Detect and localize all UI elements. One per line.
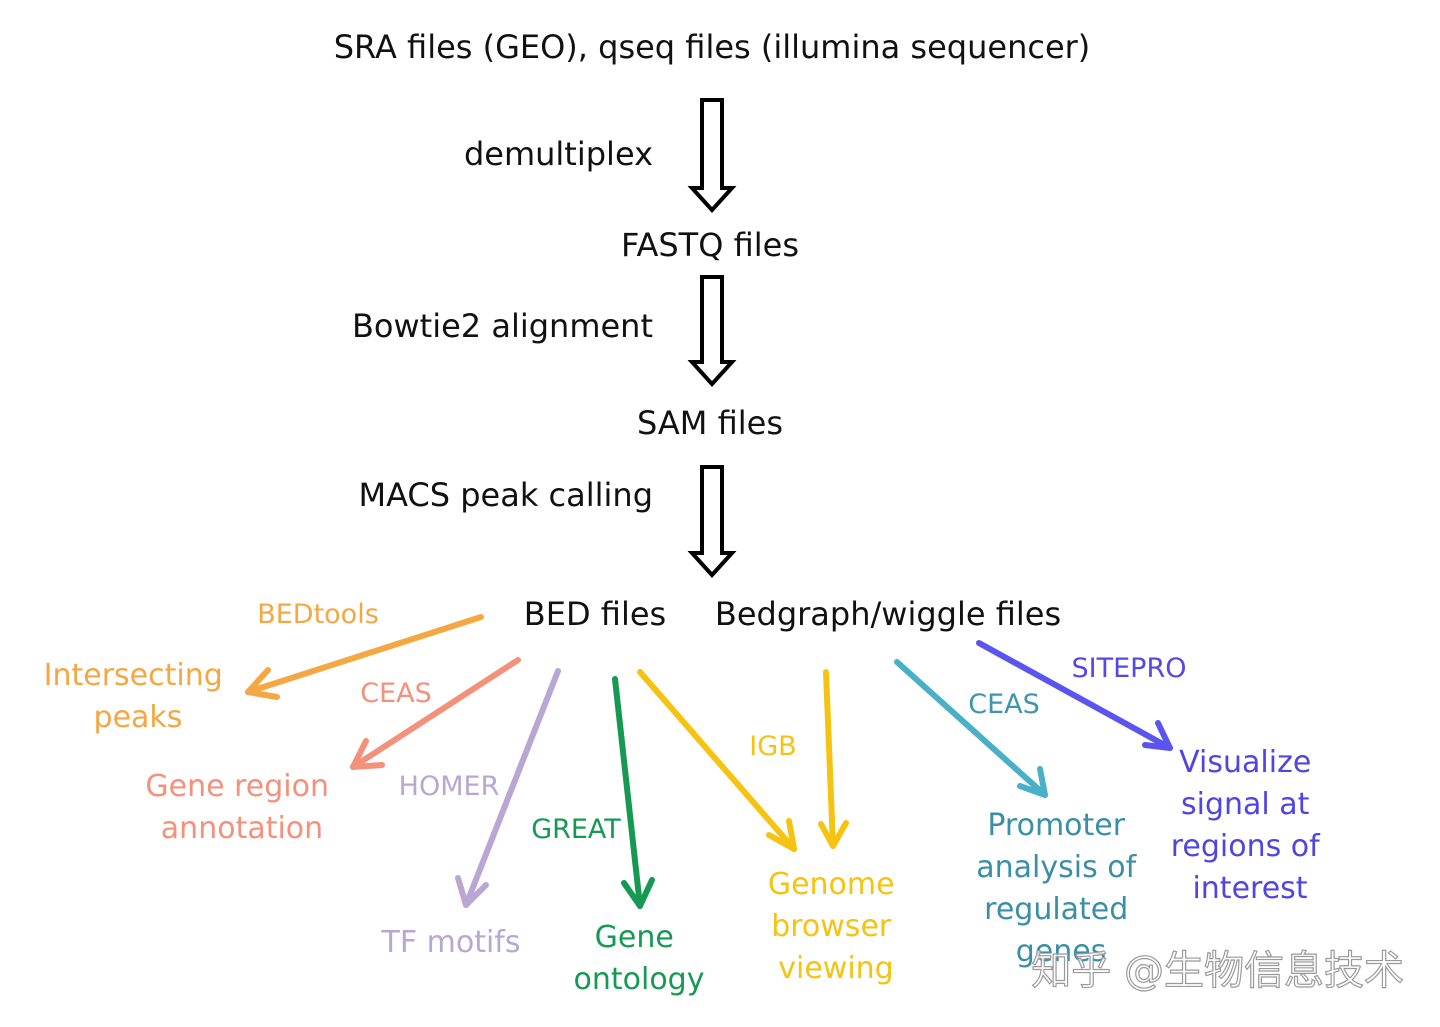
down-arrow-demultiplex xyxy=(687,98,737,213)
sitepro-tool-label: SITEPRO xyxy=(1072,653,1187,684)
promoter-analysis-label: Promoter analysis of regulated genes xyxy=(976,808,1145,969)
arrow-ceas-bedgraph xyxy=(894,659,1048,798)
down-arrow-macs xyxy=(687,465,737,578)
bedgraph-files-label: Bedgraph/wiggle files xyxy=(715,595,1061,633)
visualize-line-3: regions of xyxy=(1171,829,1321,864)
genome-browser-viewing-label: Genome browser viewing xyxy=(768,867,904,986)
gene-region-line-2: annotation xyxy=(161,811,323,846)
watermark-text: 知乎 @生物信息技术 xyxy=(1031,948,1404,994)
genome-browser-line-3: viewing xyxy=(778,951,893,986)
gene-region-annotation-label: Gene region annotation xyxy=(145,769,338,846)
arrow-homer xyxy=(455,668,561,908)
gene-ontology-line-1: Gene xyxy=(595,920,674,955)
gene-region-line-1: Gene region xyxy=(145,769,329,804)
visualize-line-1: Visualize xyxy=(1179,745,1311,780)
arrow-igb-bedgraph xyxy=(818,669,849,849)
tf-motifs-label: TF motifs xyxy=(381,925,521,960)
gene-ontology-label: Gene ontology xyxy=(574,920,705,997)
visualize-line-4: interest xyxy=(1192,871,1307,906)
arrow-bedtools xyxy=(245,614,484,700)
intersecting-peaks-line-2: peaks xyxy=(94,700,183,735)
fastq-files-label: FASTQ files xyxy=(621,226,799,264)
bed-files-label: BED files xyxy=(524,595,666,633)
ceas-bedgraph-tool-label: CEAS xyxy=(968,689,1040,720)
bedtools-tool-label: BEDtools xyxy=(257,599,379,630)
arrow-great xyxy=(612,676,655,909)
promoter-line-4: genes xyxy=(1016,934,1107,969)
sam-files-label: SAM files xyxy=(637,404,783,442)
intersecting-peaks-label: Intersecting peaks xyxy=(44,658,233,735)
igb-tool-label: IGB xyxy=(749,731,796,762)
down-arrow-bowtie2 xyxy=(687,275,737,387)
visualize-signal-label: Visualize signal at regions of interest xyxy=(1171,745,1330,906)
homer-tool-label: HOMER xyxy=(399,771,500,802)
gene-ontology-line-2: ontology xyxy=(574,962,705,997)
intersecting-peaks-line-1: Intersecting xyxy=(44,658,223,693)
promoter-line-2: analysis of xyxy=(976,850,1137,885)
visualize-line-2: signal at xyxy=(1181,787,1310,822)
ceas-bed-tool-label: CEAS xyxy=(360,678,432,709)
promoter-line-3: regulated xyxy=(984,892,1128,927)
great-tool-label: GREAT xyxy=(531,814,621,845)
arrow-sitepro xyxy=(976,640,1173,751)
arrow-ceas-bed xyxy=(350,657,521,770)
macs-label: MACS peak calling xyxy=(358,476,653,514)
tf-motifs-line-1: TF motifs xyxy=(381,925,521,960)
source-files-label: SRA files (GEO), qseq files (illumina se… xyxy=(334,28,1091,66)
genome-browser-line-1: Genome xyxy=(768,867,895,902)
arrow-igb-bed xyxy=(637,669,797,852)
promoter-line-1: Promoter xyxy=(987,808,1125,843)
demultiplex-label: demultiplex xyxy=(464,135,653,173)
bowtie2-label: Bowtie2 alignment xyxy=(352,307,653,345)
genome-browser-line-2: browser xyxy=(771,909,892,944)
